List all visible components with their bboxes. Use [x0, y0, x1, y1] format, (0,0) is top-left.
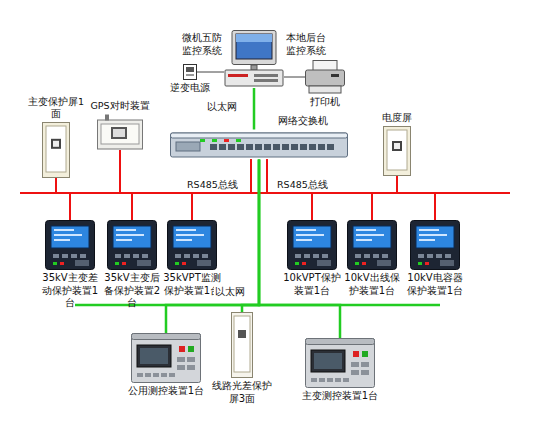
device-node: 主变测控装置1台	[300, 338, 380, 403]
unit-icon	[131, 333, 201, 383]
relay-icon	[347, 220, 397, 270]
device-node: 主变保护屏1面	[24, 96, 88, 178]
device-label: 线路光差保护屏3面	[212, 380, 272, 405]
unit-icon	[305, 338, 375, 388]
device-label: 微机五防监控系统	[180, 32, 224, 57]
bus-connector	[56, 160, 251, 194]
device-label: 主变测控装置1台	[300, 390, 380, 403]
bus-connector	[253, 88, 256, 130]
ethernet-label: 以太网	[214, 286, 246, 297]
device-label: 电度屏	[372, 112, 422, 124]
bus-connector	[197, 72, 224, 73]
relay-icon	[45, 220, 95, 270]
relay-icon	[287, 220, 337, 270]
device-node: 10kV电容器保护装置1台	[403, 220, 467, 297]
bus-connector	[166, 160, 259, 334]
device-label: 打印机	[300, 96, 350, 109]
gps-icon	[97, 114, 143, 150]
device-label: 本地后台监控系统	[284, 32, 328, 57]
device-node: 网络交换机	[168, 115, 350, 160]
cabinet-icon	[42, 122, 70, 178]
bus-connector	[259, 160, 340, 339]
device-label: 35kV主变后备保护装置2台	[100, 272, 164, 310]
pc-icon	[224, 30, 284, 88]
device-label: 网络交换机	[278, 115, 328, 128]
relay-icon	[410, 220, 460, 270]
switch-icon	[170, 130, 348, 160]
device-node: 打印机	[300, 60, 350, 109]
device-label: 10kV出线保护装置1台	[340, 272, 404, 297]
relay-icon	[107, 220, 157, 270]
bus-label: RS485总线	[276, 179, 329, 190]
device-node: 10kV出线保护装置1台	[340, 220, 404, 297]
ethernet-label: 以太网	[206, 101, 238, 112]
device-node: GPS对时装置	[88, 100, 152, 150]
device-label: 35kV主变差动保护装置1台	[38, 272, 102, 310]
device-label: 10kV电容器保护装置1台	[403, 272, 467, 297]
device-node: 10kVPT保护装置1台	[280, 220, 344, 297]
bus-label: RS485总线	[186, 179, 239, 190]
device-label: 主变保护屏1面	[24, 96, 88, 120]
device-label: 公用测控装置1台	[126, 385, 206, 398]
cabinet-icon	[383, 126, 411, 176]
device-label: 10kVPT保护装置1台	[280, 272, 344, 297]
panel-icon	[231, 312, 253, 378]
bus-connector	[267, 160, 397, 194]
device-label: 逆变电源	[168, 82, 212, 95]
bus-connector	[70, 160, 251, 221]
ups-icon	[183, 64, 197, 80]
bus-connector	[267, 160, 372, 221]
relay-icon	[167, 220, 217, 270]
bus-connector	[284, 77, 305, 78]
printer-icon	[305, 60, 345, 94]
device-node: 线路光差保护屏3面	[212, 312, 272, 405]
device-node: 公用测控装置1台	[126, 333, 206, 398]
device-node: 电度屏	[372, 112, 422, 176]
device-node: 35kV主变差动保护装置1台	[38, 220, 102, 310]
device-node: 逆变电源	[168, 64, 212, 95]
device-node: 35kV主变后备保护装置2台	[100, 220, 164, 310]
device-label: GPS对时装置	[88, 100, 152, 112]
bus-connector	[132, 160, 251, 221]
